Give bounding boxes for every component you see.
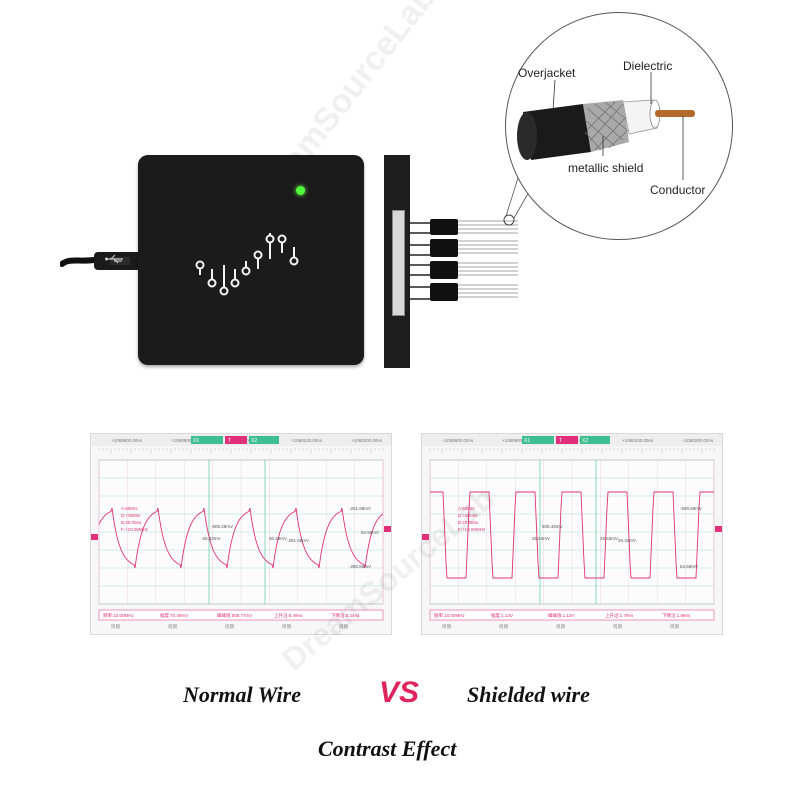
channel-marker bbox=[422, 534, 429, 540]
voltage-label: -25.33mV bbox=[201, 536, 221, 541]
voltage-label: -500.69mV bbox=[680, 506, 702, 511]
coax-cable-diagram bbox=[517, 72, 695, 180]
conductor-icon bbox=[655, 110, 695, 117]
measure-type: 周期 bbox=[282, 624, 291, 630]
voltage-label: 25.33mV bbox=[618, 538, 636, 543]
measure-type: 周期 bbox=[670, 624, 679, 630]
measure-type: 周期 bbox=[499, 624, 508, 630]
measure-label: A:500ns bbox=[121, 506, 138, 511]
dielectric-label: Dielectric bbox=[623, 59, 673, 73]
status-led bbox=[296, 186, 305, 195]
measure-label: F:+10.00MHz bbox=[458, 527, 486, 532]
probe-port bbox=[392, 210, 405, 316]
scope-normal-wire: +1059800.00ns+1059900.00ns+1060000.00ns+… bbox=[90, 433, 392, 635]
trigger-label: T bbox=[559, 438, 562, 444]
ruler-label: +1059800.00ns bbox=[111, 438, 143, 443]
measure-label: F:+10.00MHz bbox=[121, 527, 149, 532]
cursor-x1-label: X1 bbox=[193, 438, 199, 444]
ruler-label: +1060200.00ns bbox=[351, 438, 383, 443]
voltage-label: -251.68mV bbox=[349, 506, 371, 511]
measure-label: B:20.00ns bbox=[121, 520, 142, 525]
voltage-label: -505.49mV bbox=[211, 524, 233, 529]
level-marker bbox=[715, 526, 722, 532]
measure-result: 峰峰值:1.12V bbox=[548, 612, 575, 619]
voltage-label: 84.59mV bbox=[361, 530, 379, 535]
measure-label: D:+500ns bbox=[121, 513, 141, 518]
caption-contrast-effect: Contrast Effect bbox=[318, 736, 457, 761]
measure-result: 上升沿:8.49ns bbox=[274, 612, 303, 619]
trigger-tag bbox=[225, 436, 247, 444]
ruler-label: +1060100.00ns bbox=[291, 438, 323, 443]
caption-normal-wire: Normal Wire bbox=[183, 682, 301, 707]
measure-type: 周期 bbox=[556, 624, 565, 630]
waveform-trace bbox=[430, 491, 714, 579]
measure-result: 频率:10.00MHz bbox=[103, 612, 135, 619]
probe-wires bbox=[410, 219, 518, 301]
conductor-label: Conductor bbox=[650, 183, 706, 197]
voltage-label: 64.59mV bbox=[680, 564, 698, 569]
waveform-trace bbox=[98, 507, 384, 569]
trigger-label: T bbox=[228, 438, 231, 444]
ruler-label: +1059900.00ns bbox=[171, 438, 203, 443]
ruler-label: +1060200.00ns bbox=[682, 438, 714, 443]
voltage-label: -280.66mV bbox=[349, 564, 371, 569]
cursor-x2-label: X2 bbox=[582, 438, 588, 444]
measure-label: D:+500ns bbox=[458, 513, 478, 518]
voltage-label: 25.53mV bbox=[532, 536, 550, 541]
voltage-label: 25.53mV bbox=[600, 536, 618, 541]
measure-label: A:500ns bbox=[458, 506, 475, 511]
measure-result: 幅度:70.49mV bbox=[160, 612, 188, 619]
measure-label: B:20.00ns bbox=[458, 520, 479, 525]
measure-type: 周期 bbox=[613, 624, 622, 630]
level-marker bbox=[384, 526, 391, 532]
cursor-x2-tag bbox=[580, 436, 610, 444]
voltage-label: -281.68mV bbox=[287, 538, 309, 543]
cursor-x2-label: X2 bbox=[251, 438, 257, 444]
usb-cable bbox=[60, 252, 144, 270]
logic-analyzer-device bbox=[138, 155, 364, 365]
measure-type: 周期 bbox=[225, 624, 234, 630]
brand-logo-icon bbox=[195, 233, 299, 296]
cursor-x1-label: X1 bbox=[524, 438, 530, 444]
channel-marker bbox=[91, 534, 98, 540]
shield-label: metallic shield bbox=[568, 161, 644, 175]
cursor-x1-tag bbox=[191, 436, 223, 444]
scope-shielded-wire: +1059800.00ns+1059900.00ns+1060000.00ns+… bbox=[421, 433, 723, 635]
cursor-x2-tag bbox=[249, 436, 279, 444]
measure-type: 周期 bbox=[111, 624, 120, 630]
measure-bar bbox=[98, 609, 384, 621]
caption-vs: VS bbox=[379, 676, 420, 709]
voltage-label: 505.49mV bbox=[542, 524, 563, 529]
trigger-tag bbox=[556, 436, 578, 444]
measure-type: 周期 bbox=[339, 624, 348, 630]
measure-type: 周期 bbox=[168, 624, 177, 630]
measure-result: 峰峰值:505.77mV bbox=[217, 612, 252, 619]
measure-type: 周期 bbox=[442, 624, 451, 630]
measure-result: 上升沿:1.79ns bbox=[605, 612, 634, 619]
measure-bar bbox=[429, 609, 715, 621]
cursor-x1-tag bbox=[522, 436, 554, 444]
voltage-label: 20.49mV bbox=[269, 536, 287, 541]
overjacket-label: Overjacket bbox=[518, 66, 576, 80]
measure-result: 下降沿:5.24ns bbox=[331, 612, 360, 619]
ruler-label: +1059900.00ns bbox=[502, 438, 534, 443]
ruler-label: +1060100.00ns bbox=[622, 438, 654, 443]
measure-result: 下降沿:1.98ns bbox=[662, 612, 691, 619]
measure-result: 幅度:1.13V bbox=[491, 612, 513, 619]
ruler-label: +1059800.00ns bbox=[442, 438, 474, 443]
caption-shielded-wire: Shielded wire bbox=[467, 682, 590, 707]
usb-icon bbox=[105, 254, 123, 264]
measure-result: 频率:10.00MHz bbox=[434, 612, 466, 619]
